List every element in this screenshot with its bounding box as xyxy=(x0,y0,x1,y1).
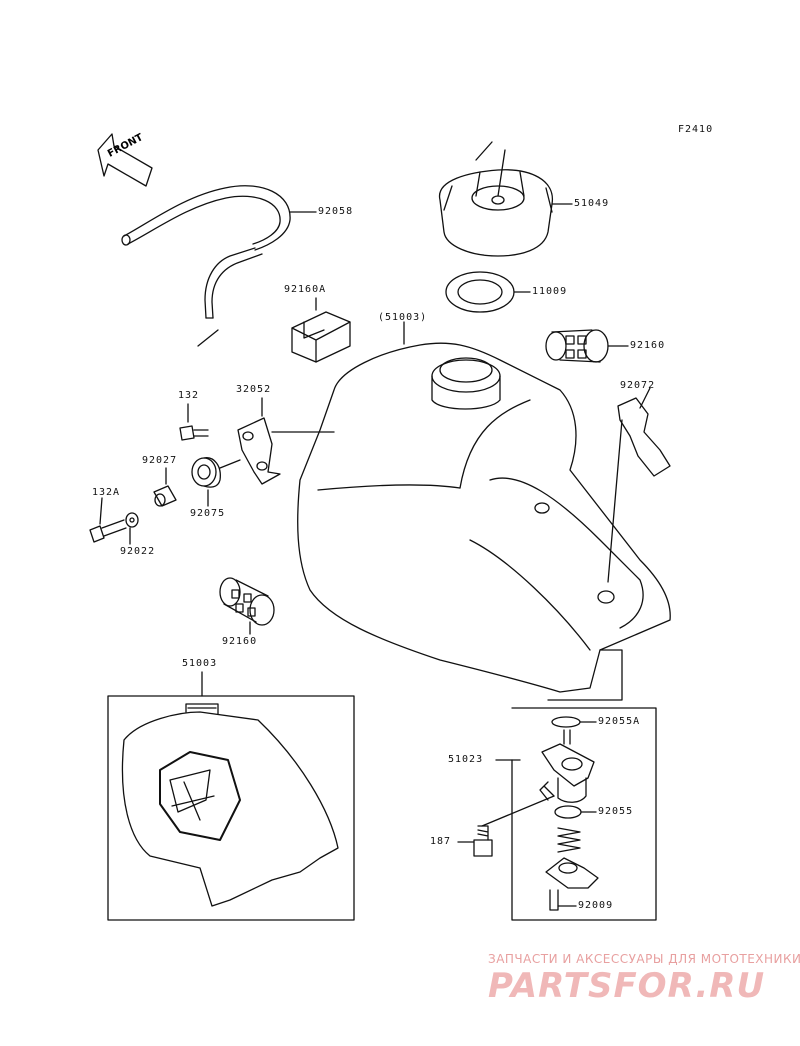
label-92160-left: 92160 xyxy=(222,636,258,647)
clip-92160A xyxy=(291,297,351,363)
label-92055A: 92055A xyxy=(598,716,641,727)
label-51023: 51023 xyxy=(448,754,484,765)
spring xyxy=(557,827,581,853)
fuel-tap-box xyxy=(495,649,657,921)
label-51003-paren: (51003) xyxy=(378,312,428,323)
label-92072: 92072 xyxy=(620,380,656,391)
bolt-132 xyxy=(179,403,209,441)
gasket-11009 xyxy=(445,271,531,313)
label-11009: 11009 xyxy=(532,286,568,297)
oring-92055A xyxy=(551,716,597,728)
label-51003-box: 51003 xyxy=(182,658,218,669)
watermark-tagline: ЗАПЧАСТИ И АКСЕССУАРЫ ДЛЯ МОТОТЕХНИКИ xyxy=(488,952,800,966)
label-92022: 92022 xyxy=(120,546,156,557)
collar-92027 xyxy=(153,467,177,507)
front-arrow-icon xyxy=(97,133,153,187)
label-92027: 92027 xyxy=(142,455,178,466)
seal-92009 xyxy=(545,857,599,911)
grommet-92075 xyxy=(191,457,241,507)
washer-92022 xyxy=(125,512,139,545)
watermark-logo: PARTSFOR.RU xyxy=(488,966,766,1006)
fuel-tap-51023 xyxy=(481,729,595,827)
label-92055: 92055 xyxy=(598,806,634,817)
screw-187 xyxy=(457,825,493,857)
breather-hose-92058 xyxy=(121,185,317,347)
damper-92160-right xyxy=(545,329,629,363)
bracket-32052 xyxy=(237,397,335,485)
label-51049: 51049 xyxy=(574,198,610,209)
label-32052: 32052 xyxy=(236,384,272,395)
fuel-tank-main xyxy=(297,321,671,693)
label-132: 132 xyxy=(178,390,200,401)
bolt-132A xyxy=(89,497,127,543)
oring-92055 xyxy=(554,805,597,819)
fuel-cap-51049 xyxy=(439,141,573,257)
label-187: 187 xyxy=(430,836,452,847)
damper-92160-left xyxy=(219,577,275,635)
figure-code: F2410 xyxy=(678,124,714,135)
label-132A: 132A xyxy=(92,487,121,498)
label-92075: 92075 xyxy=(190,508,226,519)
label-92160A: 92160A xyxy=(284,284,327,295)
strap-92072 xyxy=(607,387,671,583)
tank-graphics-inset xyxy=(107,671,355,921)
label-92058: 92058 xyxy=(318,206,354,217)
label-92009: 92009 xyxy=(578,900,614,911)
label-92160-right: 92160 xyxy=(630,340,666,351)
